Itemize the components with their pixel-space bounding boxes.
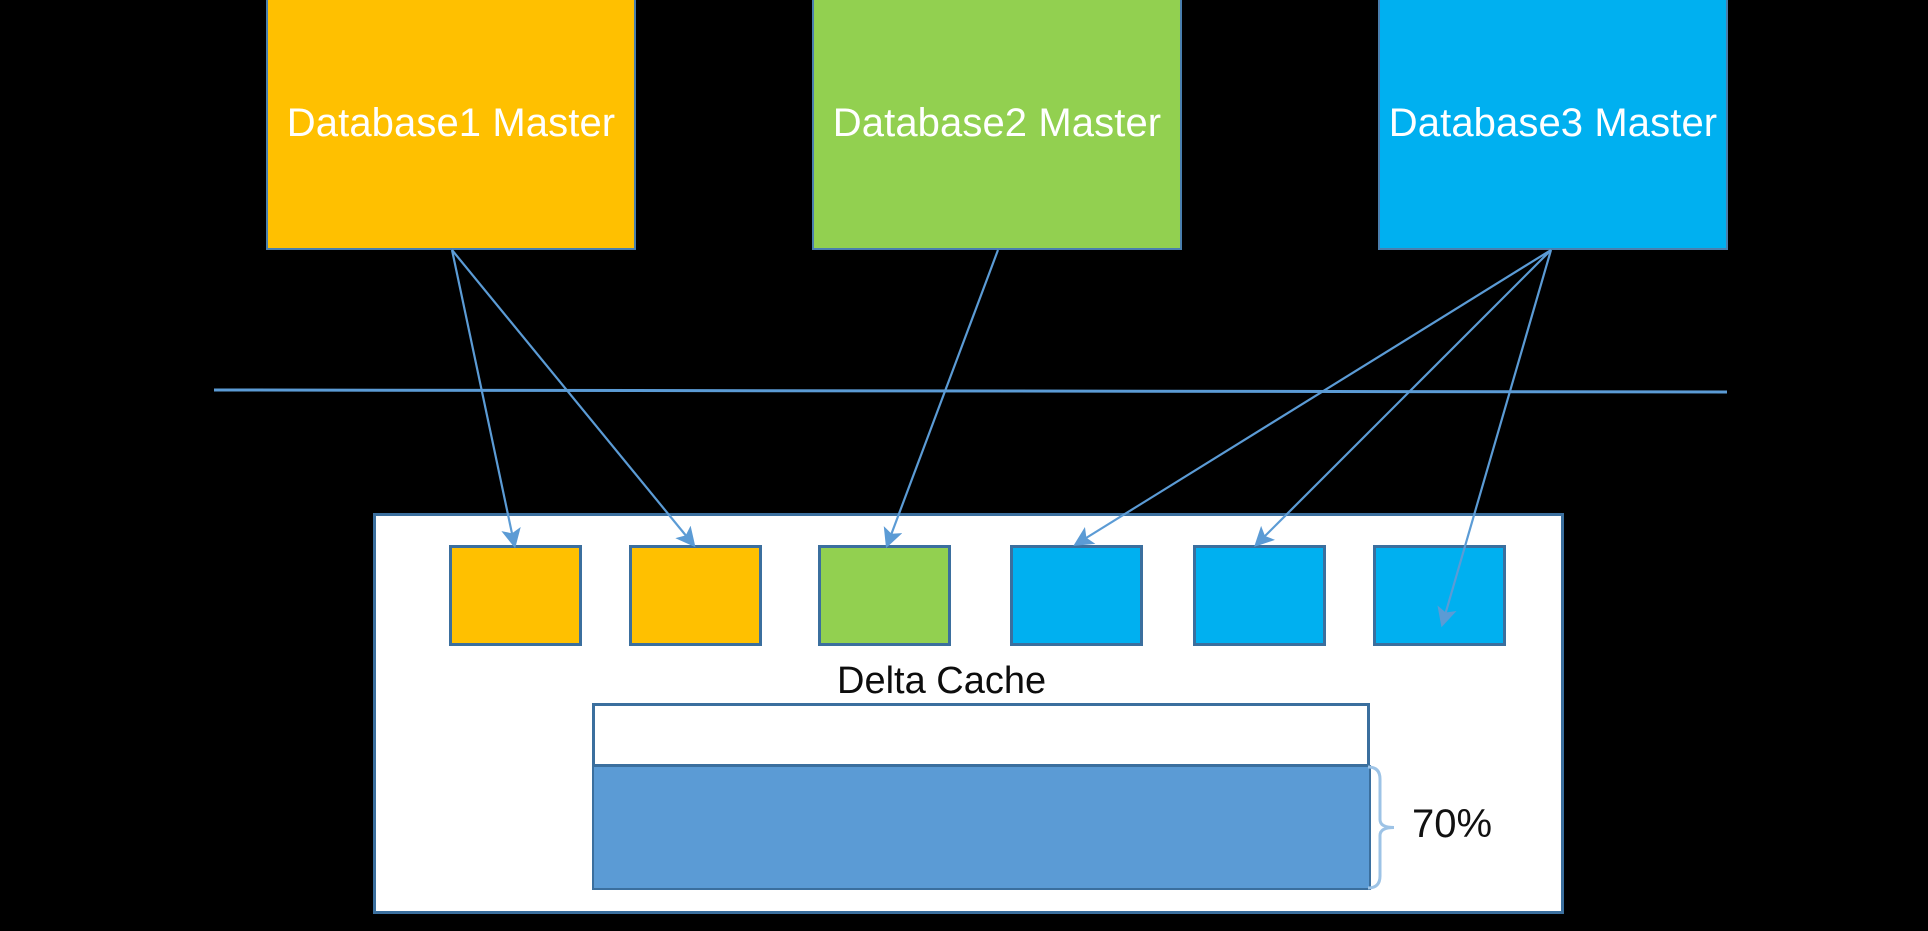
delta-cache-label: Delta Cache xyxy=(837,660,1047,702)
cache-chip-3[interactable] xyxy=(818,545,951,646)
progress-bar-track xyxy=(592,703,1370,767)
database2-master-label: Database2 Master xyxy=(832,100,1162,145)
database2-master-box[interactable]: Database2 Master xyxy=(812,0,1182,250)
database3-master-label: Database3 Master xyxy=(1388,100,1718,145)
arrow-db1-to-chip1 xyxy=(450,249,521,549)
cache-chip-1[interactable] xyxy=(449,545,582,646)
cache-chip-4[interactable] xyxy=(1010,545,1143,646)
arrow-db2-to-chip3 xyxy=(883,249,1000,549)
database1-master-label: Database1 Master xyxy=(286,100,616,145)
database1-master-box[interactable]: Database1 Master xyxy=(266,0,636,250)
progress-bar-fill xyxy=(592,765,1371,890)
horizontal-divider-line xyxy=(213,388,1728,394)
cache-chip-2[interactable] xyxy=(629,545,762,646)
arrow-db1-to-chip2 xyxy=(451,249,696,548)
arrow-db3-to-chip4 xyxy=(1073,249,1552,546)
database3-master-box[interactable]: Database3 Master xyxy=(1378,0,1728,250)
progress-percent-label: 70% xyxy=(1412,802,1493,846)
cache-chip-5[interactable] xyxy=(1193,545,1326,646)
cache-chip-6[interactable] xyxy=(1373,545,1506,646)
arrow-db3-to-chip5 xyxy=(1254,249,1552,547)
